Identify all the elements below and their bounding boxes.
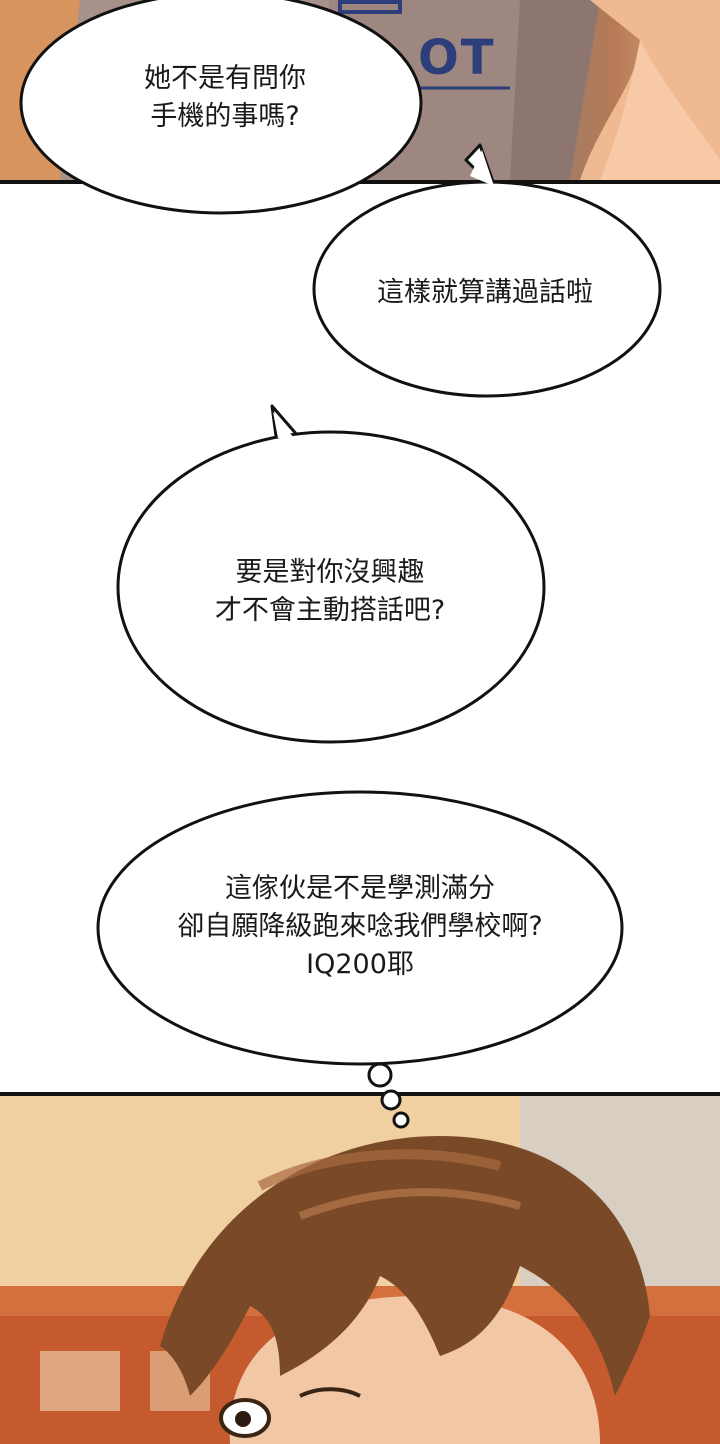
shirt-print-text: OT (418, 30, 496, 86)
bubble-4-text: 這傢伙是不是學測滿分 卻自願降級跑來唸我們學校啊? IQ200耶 (177, 873, 543, 980)
speech-bubble-1 (19, 0, 423, 215)
bubble-1-text: 她不是有問你 手機的事嗎? (144, 63, 306, 132)
speech-bubble-2 (312, 143, 662, 398)
character-illustration (0, 1096, 720, 1444)
thought-dot-1 (367, 1062, 393, 1088)
speech-bubble-3 (116, 404, 546, 744)
thought-dot-2 (380, 1089, 402, 1111)
panel-bottom-character (0, 1092, 720, 1444)
thought-dot-3 (392, 1111, 410, 1129)
thought-bubble (96, 790, 624, 1129)
bubble-2-text: 這樣就算講過話啦 (377, 277, 593, 308)
bubble-3-text: 要是對你沒興趣 才不會主動搭話吧? (214, 557, 446, 626)
